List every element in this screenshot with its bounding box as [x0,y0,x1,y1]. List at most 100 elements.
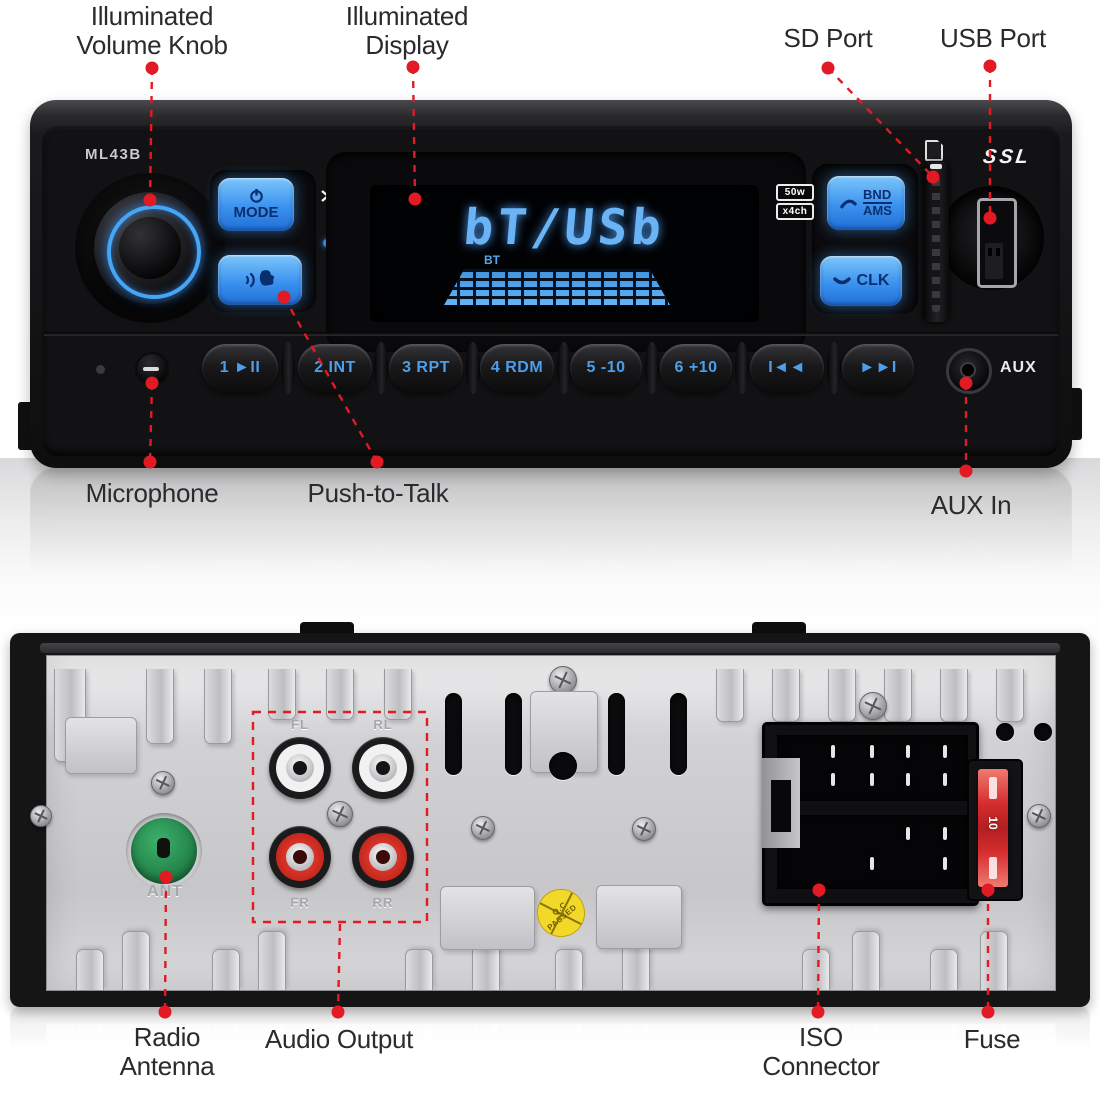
ams-label: AMS [863,203,892,218]
iso-pin [943,745,947,758]
radio-antenna-jack [131,818,197,884]
phone-icon [840,199,857,209]
embossed-block [65,717,137,774]
vent-slot [608,693,625,775]
top-tab [772,669,800,722]
screw [632,817,656,841]
callout-iso-connector: ISO Connector [762,1022,880,1082]
mode-button-label: MODE [233,204,279,221]
callout-line: Illuminated [345,1,469,31]
bottom-tab [258,931,286,990]
iso-cavity-bottom [777,815,968,889]
antenna-jack-label: ANT [147,883,183,900]
button-separator [827,342,841,394]
push-to-talk-button [218,255,302,305]
callout-line: Fuse [963,1024,1021,1054]
chassis-lip [40,643,1060,653]
product-rear-view: ANT FL RL FR RR Q.C PASSED 10 [10,633,1090,1007]
sd-card-slot [923,162,949,322]
callout-audio-output: Audio Output [264,1024,414,1054]
embossed-block [440,886,535,950]
display-text: bT/USb [461,199,668,256]
callout-line: AUX In [930,490,1012,520]
band-label: BND [863,187,892,204]
iso-pin [870,745,874,758]
rca-label-fr: FR [290,895,310,910]
top-tab [146,669,174,744]
top-tab [384,669,412,720]
callout-line: Display [365,30,449,61]
preset-button-1: 1 ►II [202,344,278,392]
fuse-holder: 10 [967,759,1023,901]
top-tab [884,669,912,722]
sd-card-icon [925,140,943,161]
callout-push-to-talk: Push-to-Talk [307,478,449,508]
preset-button-6: 6 +10 [660,344,732,392]
iso-pin [906,745,910,758]
bt-indicator: BT [484,253,500,267]
talk-icon [245,270,275,288]
top-tab [268,669,296,720]
callout-volume-knob: Illuminated Volume Knob [76,1,228,61]
callout-microphone: Microphone [86,478,219,508]
callout-radio-antenna: Radio Antenna [120,1022,215,1081]
previous-track-button: I◄◄ [750,344,824,392]
callout-line: Volume Knob [76,30,228,61]
top-tab [716,669,744,722]
rca-label-fl: FL [291,717,309,732]
vent-slot [445,693,462,775]
aux-jack [946,348,992,394]
microphone-hole [135,352,169,386]
callout-aux-in: AUX In [930,490,1012,520]
qc-sticker-line2: PASSED [545,902,579,933]
mounting-hole [1034,723,1052,741]
callout-line: Push-to-Talk [307,478,449,508]
screw [151,771,175,795]
clock-label: CLK [856,272,890,289]
center-hole [549,752,577,780]
volume-knob-illuminated-ring [107,205,201,299]
power-badge-watts: 50w [776,184,814,201]
preset-button-2: 2 INT [298,344,372,392]
callout-fuse: Fuse [963,1024,1021,1054]
preset-button-3: 3 RPT [389,344,463,392]
panel-groove [44,332,1058,336]
rca-jack-rear-right [352,826,414,888]
button-separator [645,342,659,394]
usb-port [977,198,1017,288]
screw [30,805,52,827]
lcd-display: bT/USb BT [370,185,759,322]
power-badge-channels: x4ch [776,203,814,220]
callout-display: Illuminated Display [345,1,469,61]
band-ams-label: BND AMS [863,188,892,217]
rca-jack-front-right [269,826,331,888]
sd-card-edge [932,172,940,312]
bottom-tab [122,931,150,990]
screw [859,692,887,720]
next-track-button: ►►I [842,344,914,392]
button-separator [281,342,295,394]
bottom-tab [852,931,880,990]
power-rating-badge: 50w x4ch [776,184,814,220]
preset-button-5: 5 -10 [570,344,642,392]
mounting-bracket-tab [300,622,354,636]
bottom-tab [76,949,104,990]
callout-line: Audio Output [264,1024,414,1054]
bottom-tab [555,949,583,990]
clock-button: CLK [820,256,902,306]
screw [327,801,353,827]
iso-pin [906,827,910,840]
iso-pin [943,857,947,870]
button-separator [374,342,388,394]
iso-pin [943,827,947,840]
screw [1027,804,1051,828]
mounting-hole [996,723,1014,741]
callout-line: Connector [762,1051,880,1082]
button-separator [466,342,480,394]
iso-pin [906,773,910,786]
callout-sd-port: SD Port [784,23,873,53]
iso-pin [943,773,947,786]
vent-slot [505,693,522,775]
button-separator [557,342,571,394]
mounting-bracket-tab [752,622,806,636]
